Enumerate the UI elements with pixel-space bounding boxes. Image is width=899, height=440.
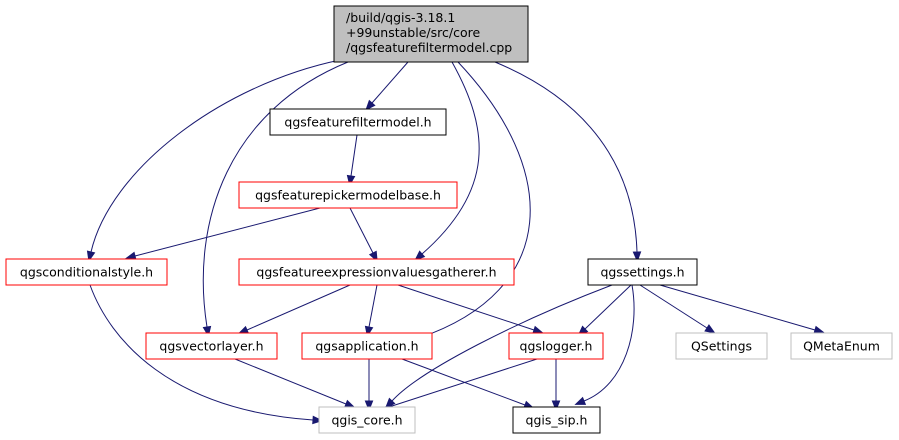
graph-nodes: /build/qgis-3.18.1+99unstable/src/core/q…	[5, 5, 893, 434]
node-label: qgsfeaturefiltermodel.h	[284, 115, 431, 130]
node-box	[301, 332, 433, 360]
node-qgis-core-h[interactable]: qgis_core.h	[318, 406, 416, 434]
edge-root-settings	[494, 61, 638, 253]
edge-root-filtermodel	[371, 61, 409, 104]
edge-settings-logger	[584, 284, 632, 330]
node-qgsapplication-h[interactable]: qgsapplication.h	[301, 332, 433, 360]
node-qgsfeaturepickermodelbase-h[interactable]: qgsfeaturepickermodelbase.h	[238, 181, 458, 209]
node-qmetaenum[interactable]: QMetaEnum	[790, 332, 893, 360]
node-box	[675, 332, 768, 360]
edge-root-filtermodel-arrowhead	[365, 99, 376, 111]
edge-pickerbase-conditionalstyle-arrowhead	[124, 251, 137, 261]
edge-root-conditionalstyle-arrowhead	[86, 250, 96, 263]
edge-settings-qsettings	[639, 284, 708, 329]
node-label: QSettings	[691, 339, 752, 354]
edge-root-conditionalstyle	[90, 59, 341, 253]
node-label: qgsvectorlayer.h	[159, 339, 263, 354]
node-box	[5, 258, 168, 286]
edge-settings-core	[391, 284, 613, 402]
node-qgssettings-h[interactable]: qgssettings.h	[587, 258, 698, 286]
node-qsettings[interactable]: QSettings	[675, 332, 768, 360]
edge-logger-sip-arrowhead	[551, 400, 561, 412]
edge-settings-qmetaenum-arrowhead	[813, 325, 825, 335]
node-label: qgsconditionalstyle.h	[20, 265, 153, 280]
edge-settings-qsettings-arrowhead	[704, 324, 716, 334]
node-box	[587, 258, 698, 286]
root-label-line: /qgsfeaturefiltermodel.cpp	[346, 40, 512, 55]
edge-conditionalstyle-core-arrowhead	[312, 415, 324, 425]
edge-vectorlayer-core-arrowhead	[343, 399, 356, 408]
edge-root-settings-arrowhead	[632, 251, 642, 263]
node-qgsfeaturefiltermodel-h[interactable]: qgsfeaturefiltermodel.h	[269, 108, 447, 136]
edge-settings-sip-arrowhead	[574, 396, 587, 405]
edge-vectorlayer-core	[234, 358, 347, 405]
node-box	[512, 406, 601, 434]
edge-logger-core	[391, 358, 538, 407]
node-root: /build/qgis-3.18.1+99unstable/src/core/q…	[333, 5, 529, 63]
graph-edges	[86, 59, 825, 425]
node-label: qgsapplication.h	[315, 339, 418, 354]
node-label: qgis_sip.h	[526, 413, 588, 428]
node-box	[318, 406, 416, 434]
edge-filtermodel-pickerbase	[350, 134, 358, 177]
edge-settings-sip	[583, 284, 635, 402]
edge-gatherer-logger	[397, 284, 535, 331]
node-qgsvectorlayer-h[interactable]: qgsvectorlayer.h	[145, 332, 278, 360]
node-box	[238, 181, 458, 209]
node-box	[333, 5, 529, 63]
edge-root-vectorlayer	[202, 61, 349, 328]
node-label: qgsfeaturepickermodelbase.h	[255, 188, 441, 203]
root-label-line: /build/qgis-3.18.1	[346, 10, 455, 25]
node-box	[238, 258, 515, 286]
node-label: QMetaEnum	[803, 339, 880, 354]
edge-gatherer-application	[368, 284, 378, 328]
root-label-line: +99unstable/src/core	[346, 25, 480, 40]
node-label: qgslogger.h	[520, 339, 593, 354]
node-qgis-sip-h[interactable]: qgis_sip.h	[512, 406, 601, 434]
node-label: qgsfeatureexpressionvaluesgatherer.h	[256, 265, 496, 280]
edge-pickerbase-gatherer	[349, 207, 374, 254]
node-label: qgis_core.h	[331, 413, 402, 428]
edge-root-application	[418, 61, 531, 339]
edge-conditionalstyle-core	[89, 284, 314, 421]
node-qgsconditionalstyle-h[interactable]: qgsconditionalstyle.h	[5, 258, 168, 286]
node-qgslogger-h[interactable]: qgslogger.h	[508, 332, 604, 360]
edge-pickerbase-conditionalstyle	[134, 207, 321, 257]
edge-gatherer-logger-arrowhead	[532, 325, 544, 334]
node-box	[790, 332, 893, 360]
node-box	[269, 108, 447, 136]
node-box	[145, 332, 278, 360]
node-box	[508, 332, 604, 360]
edge-application-sip	[401, 358, 526, 406]
edge-settings-qmetaenum	[659, 284, 816, 331]
node-qgsfeatureexpressionvaluesgatherer-h[interactable]: qgsfeatureexpressionvaluesgatherer.h	[238, 258, 515, 286]
edge-root-gatherer-arrowhead	[414, 250, 426, 261]
edge-application-core-arrowhead	[364, 400, 374, 412]
edge-root-gatherer	[421, 61, 480, 255]
node-label: qgssettings.h	[600, 265, 684, 280]
edge-gatherer-vectorlayer	[246, 284, 351, 331]
